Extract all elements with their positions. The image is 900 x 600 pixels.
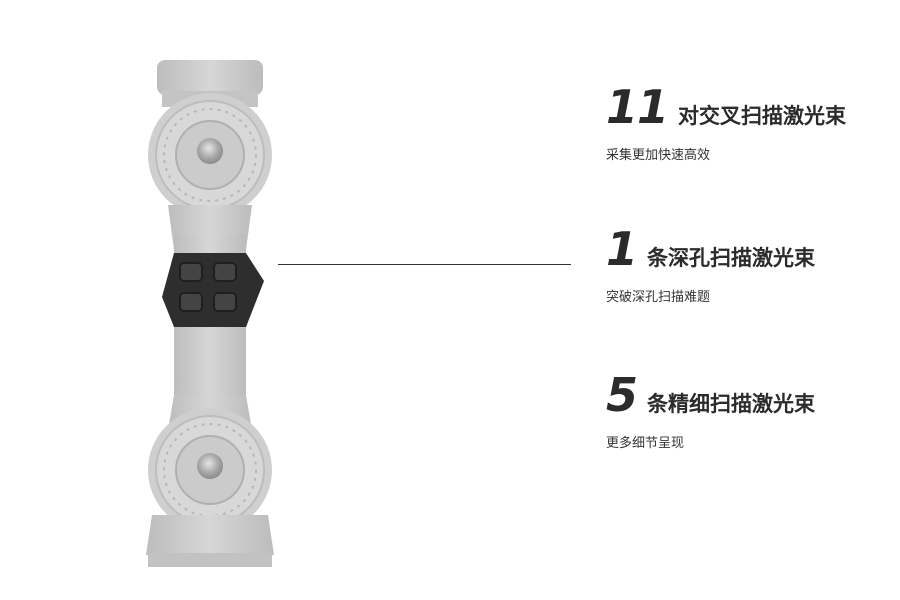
feature-number: 5 [606,368,638,422]
feature-description: 更多细节呈现 [606,436,685,451]
connector-line [278,264,571,265]
feature-title: 条深孔扫描激光束 [647,246,816,270]
feature-cross-laser: 11 对交叉扫描激光束 采集更加快速高效 [606,84,896,163]
feature-description: 采集更加快速高效 [606,148,711,163]
feature-number: 11 [606,80,669,134]
scanner-device-image [146,60,274,567]
feature-heading: 1 条深孔扫描激光束 [606,226,896,272]
feature-heading: 5 条精细扫描激光束 [606,372,896,418]
feature-number: 1 [606,222,638,276]
feature-title: 条精细扫描激光束 [647,392,816,416]
feature-title: 对交叉扫描激光束 [678,104,847,128]
feature-deep-hole-laser: 1 条深孔扫描激光束 突破深孔扫描难题 [606,226,896,305]
feature-fine-laser: 5 条精细扫描激光束 更多细节呈现 [606,372,896,451]
button-panel-shape [162,253,264,327]
feature-heading: 11 对交叉扫描激光束 [606,84,896,130]
feature-description: 突破深孔扫描难题 [606,290,711,305]
